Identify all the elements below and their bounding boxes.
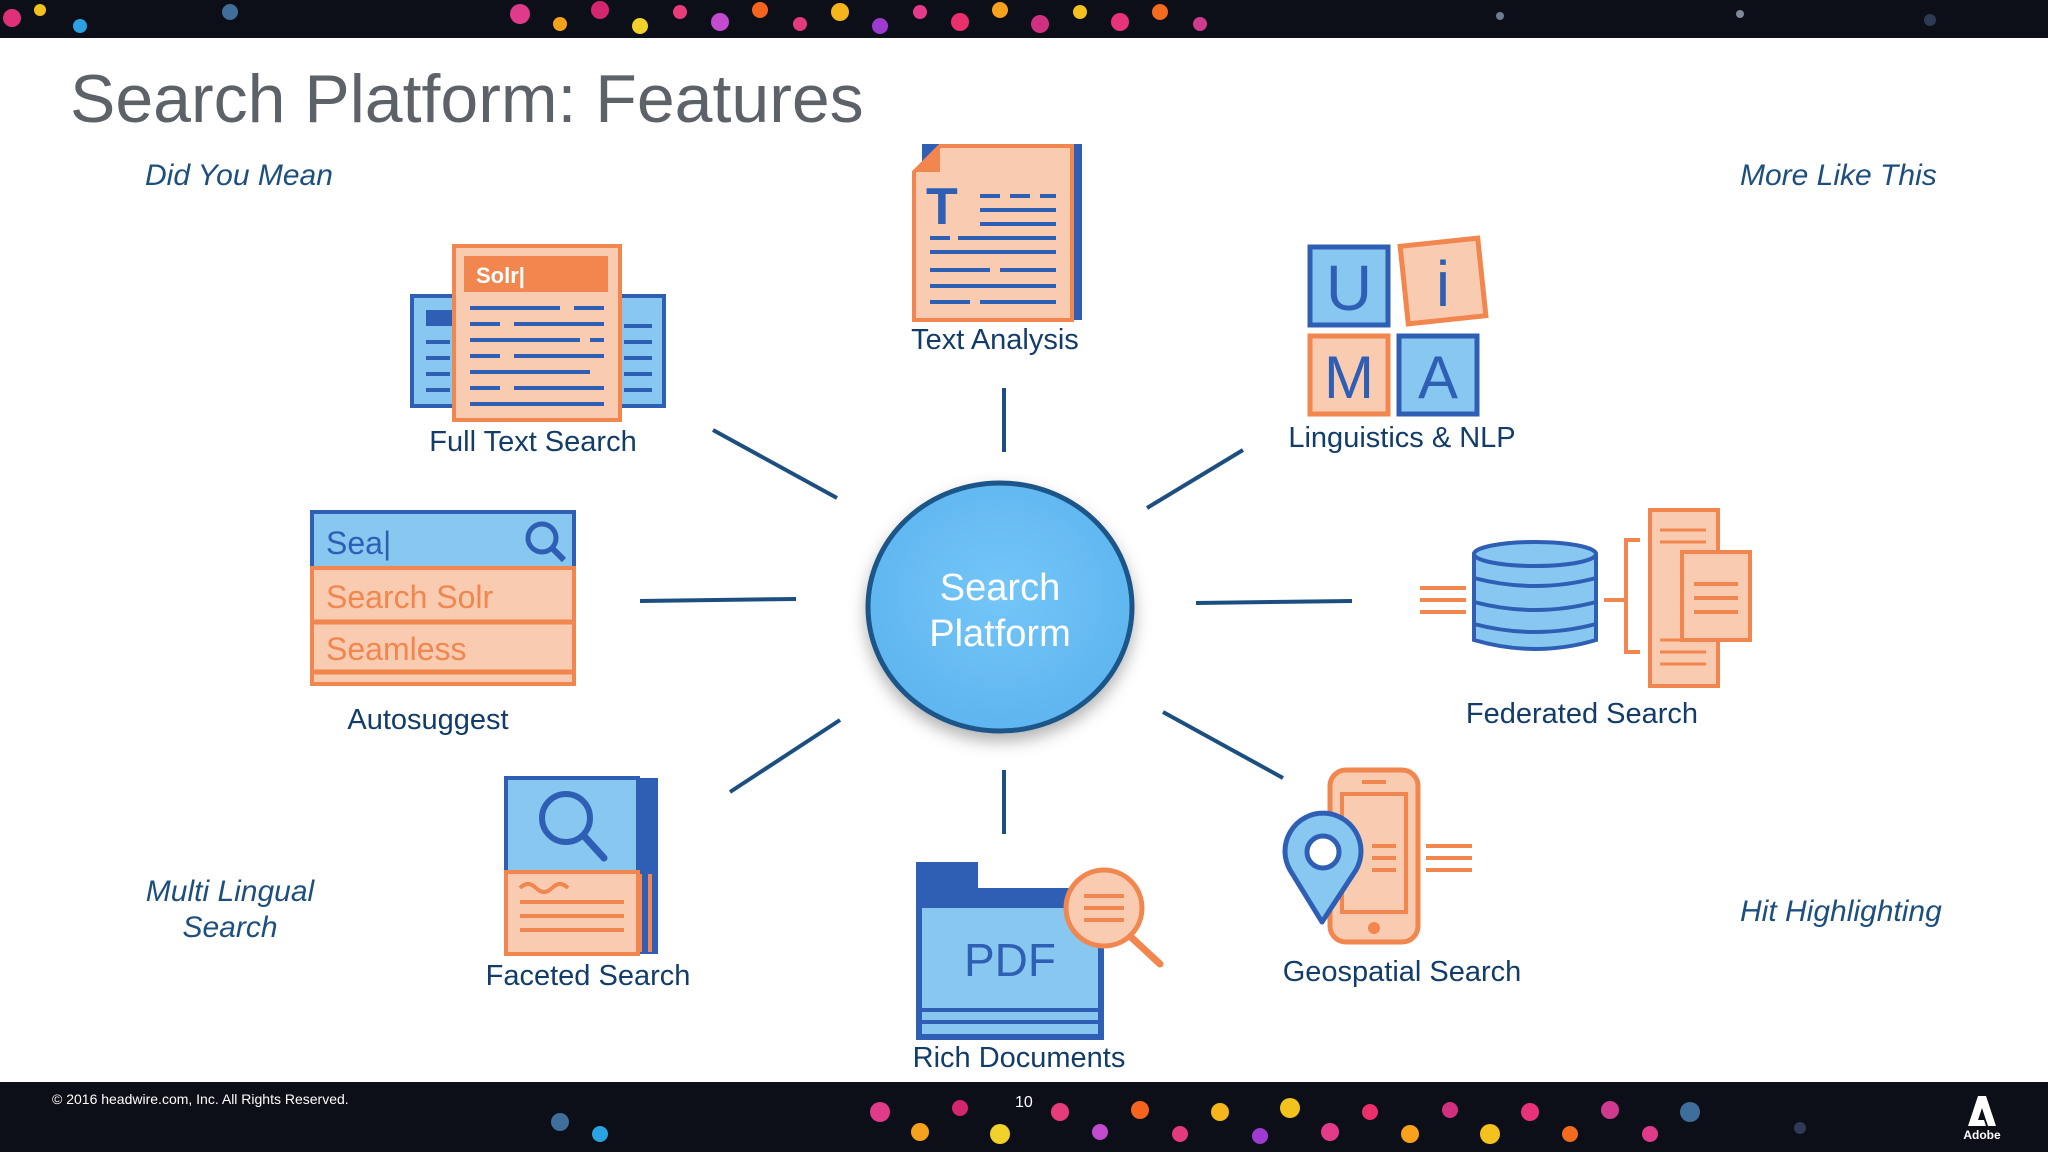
copyright-text: © 2016 headwire.com, Inc. All Rights Res…	[52, 1091, 349, 1107]
text-analysis-t-glyph: T	[926, 178, 958, 236]
spoke-autosuggest	[639, 597, 797, 603]
corner-label-more-like-this: More Like This	[1740, 159, 1937, 192]
autosuggest-suggestion-2: Seamless	[326, 631, 467, 667]
hub-label-line1: Search	[939, 567, 1061, 609]
top-band-pattern	[3, 1, 1936, 34]
text-analysis-icon	[912, 144, 1082, 322]
uima-m-glyph: M	[1324, 344, 1374, 411]
corner-label-multi-lingual-line1: Multi Lingual	[145, 875, 315, 908]
bottom-band-pattern	[551, 1098, 1806, 1144]
corner-label-multi-lingual: Multi Lingual Search	[145, 874, 315, 946]
label-rich-documents: Rich Documents	[912, 1042, 1126, 1074]
label-text-analysis: Text Analysis	[911, 324, 1079, 356]
spoke-linguistics	[1145, 448, 1245, 510]
faceted-search-icon	[504, 776, 658, 956]
solr-tab-text: Solr|	[476, 263, 525, 288]
linguistics-nlp-icon	[1307, 235, 1489, 417]
geospatial-search-icon	[1282, 767, 1472, 945]
features-diagram: Solr| T U i M A Sea| Sear	[310, 144, 1752, 1040]
autosuggest-suggestion-1: Search Solr	[326, 579, 494, 615]
corner-label-multi-lingual-line2: Search	[182, 911, 278, 944]
uima-a-glyph: A	[1418, 344, 1458, 411]
full-text-search-icon	[410, 244, 666, 422]
label-autosuggest: Autosuggest	[347, 704, 509, 736]
label-federated-search: Federated Search	[1465, 698, 1699, 730]
page-number: 10	[1015, 1094, 1033, 1111]
adobe-wordmark: Adobe	[1963, 1128, 2001, 1142]
hub-label-line2: Platform	[929, 613, 1071, 655]
label-geospatial-search: Geospatial Search	[1282, 956, 1522, 988]
corner-label-did-you-mean: Did You Mean	[145, 159, 333, 192]
autosuggest-query-text: Sea|	[326, 525, 391, 561]
rich-documents-icon	[916, 862, 1164, 1040]
slide-title: Search Platform: Features	[70, 61, 864, 137]
bottom-decorative-band	[0, 1082, 2048, 1152]
corner-label-hit-highlighting: Hit Highlighting	[1740, 895, 1942, 928]
adobe-logo-icon	[1968, 1096, 1996, 1126]
uima-i-glyph: i	[1436, 248, 1450, 320]
spoke-federated	[1195, 599, 1353, 605]
spoke-geospatial	[1162, 710, 1284, 780]
autosuggest-icon	[310, 510, 576, 686]
federated-search-icon	[1420, 508, 1752, 688]
top-decorative-band	[0, 0, 2048, 38]
label-full-text-search: Full Text Search	[429, 426, 637, 458]
spoke-faceted	[728, 718, 842, 794]
spoke-full-text	[712, 428, 838, 500]
label-faceted-search: Faceted Search	[485, 960, 691, 992]
label-linguistics-nlp: Linguistics & NLP	[1288, 422, 1516, 454]
pdf-glyph: PDF	[964, 934, 1056, 986]
search-platform-hub	[865, 480, 1135, 734]
hub-spokes	[639, 388, 1353, 834]
uima-u-glyph: U	[1326, 252, 1372, 324]
